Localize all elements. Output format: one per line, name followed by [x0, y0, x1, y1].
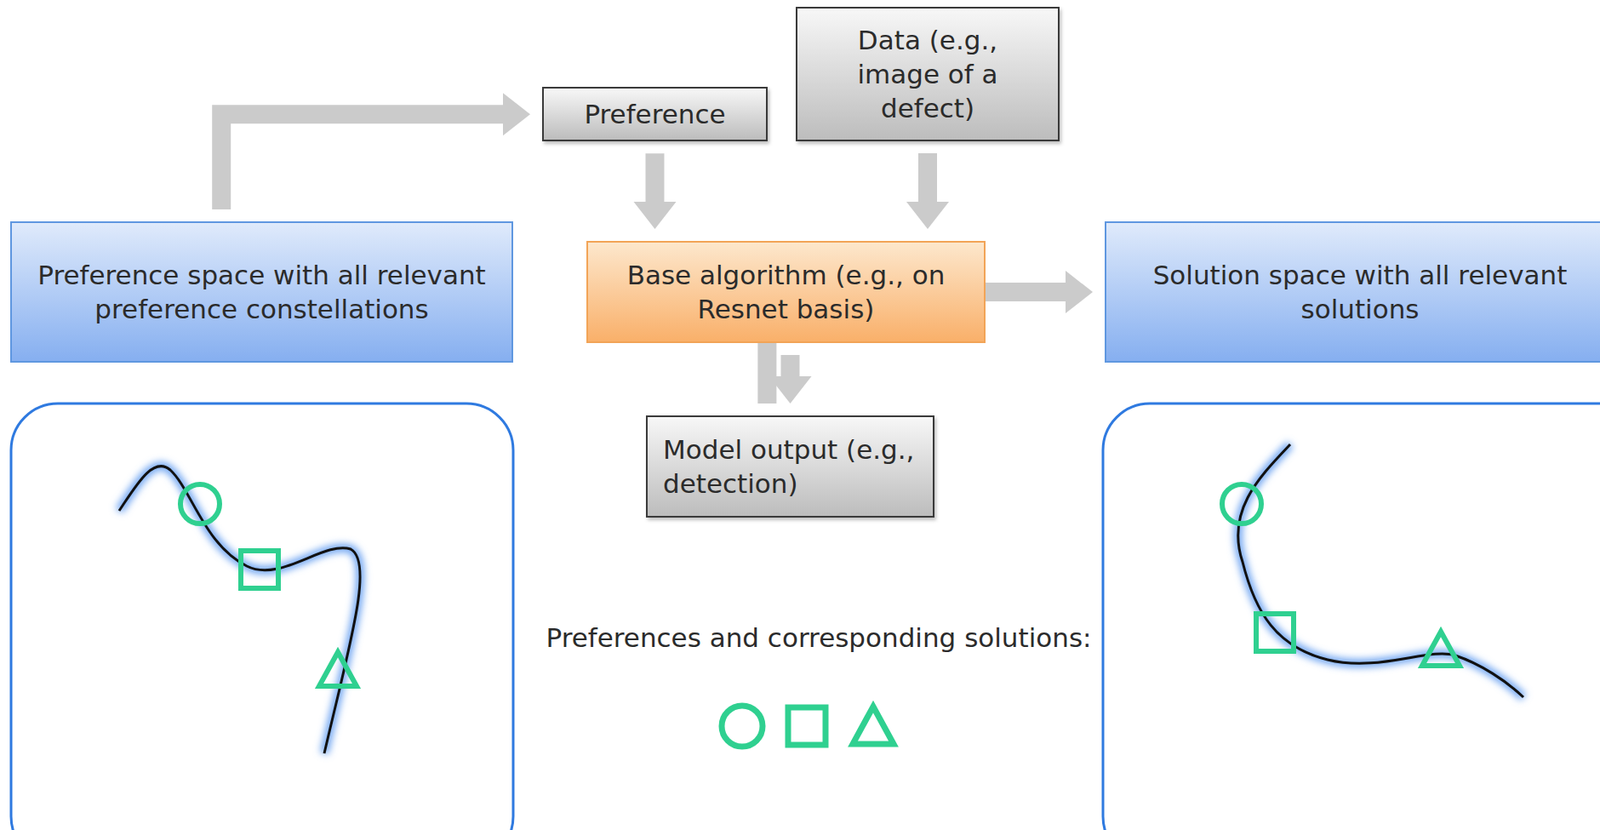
base-algorithm-box: Base algorithm (e.g., on Resnet basis)	[586, 240, 986, 343]
arrow-shaft	[781, 354, 800, 377]
preference-box: Preference	[542, 86, 768, 142]
preference-curve	[119, 466, 360, 754]
legend-markers	[721, 705, 894, 747]
arrow-head	[906, 201, 949, 229]
block-arrow	[221, 92, 531, 210]
arrow-head	[1065, 270, 1093, 314]
solution-markers	[1222, 484, 1460, 666]
node-text: Model output (e.g., detection)	[662, 432, 918, 502]
node-text: Data (e.g., image of a defect)	[812, 22, 1043, 126]
preference-panel	[11, 403, 514, 830]
node-text: Preference	[583, 97, 726, 132]
preference-markers	[180, 484, 357, 686]
model-output-box: Model output (e.g., detection)	[645, 415, 935, 518]
solution-space-box: Solution space with all relevant solutio…	[1104, 221, 1600, 363]
arrow-shaft	[918, 153, 938, 202]
node-text: Solution space with all relevant solutio…	[1121, 257, 1599, 327]
solution-curve	[1238, 444, 1524, 698]
legend-caption: Preferences and corresponding solutions:	[546, 620, 1092, 655]
arrow-shaft	[221, 114, 503, 210]
node-text: Preference space with all relevant prefe…	[27, 257, 497, 327]
node-text: Base algorithm (e.g., on Resnet basis)	[603, 257, 969, 327]
arrow-head	[502, 92, 531, 136]
block-arrow	[634, 153, 677, 229]
arrow-head	[634, 201, 677, 229]
preference-space-box: Preference space with all relevant prefe…	[10, 221, 514, 363]
solution-panel	[1102, 403, 1600, 830]
block-arrow	[906, 153, 949, 229]
arrow-shaft	[645, 153, 665, 202]
data-box: Data (e.g., image of a defect)	[795, 6, 1060, 142]
